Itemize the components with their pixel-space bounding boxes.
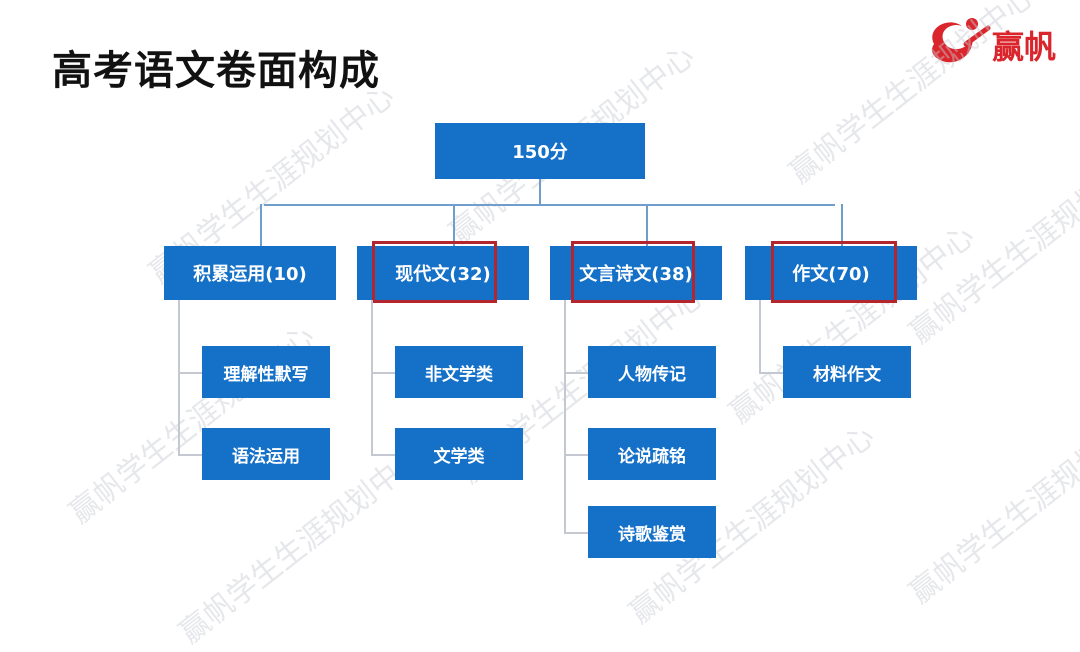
child-node: 文学类 xyxy=(395,428,523,480)
branch-bus xyxy=(264,204,835,206)
child-node: 材料作文 xyxy=(783,346,911,398)
highlight-frame-xiandaiwen xyxy=(372,241,497,303)
child-node: 人物传记 xyxy=(588,346,716,398)
child-connector xyxy=(178,454,202,456)
brand-swirl-icon xyxy=(932,18,991,63)
watermark: 赢帆学生生涯规划中心 xyxy=(903,138,1080,351)
branch-node-xiandaiwen: 现代文(32) xyxy=(357,246,529,300)
child-trunk-xiandaiwen xyxy=(371,300,373,454)
highlight-frame-wenyanshiwen xyxy=(571,241,695,303)
root-connector xyxy=(539,179,541,204)
child-connector xyxy=(759,372,783,374)
child-connector xyxy=(564,454,588,456)
child-node: 论说疏铭 xyxy=(588,428,716,480)
child-connector xyxy=(564,532,588,534)
page-title: 高考语文卷面构成 xyxy=(52,48,380,94)
watermark: 赢帆学生生涯规划中心 xyxy=(903,398,1080,611)
branch-drop-jilei xyxy=(260,204,262,246)
child-trunk-jilei xyxy=(178,300,180,454)
root-node: 150分 xyxy=(435,123,645,179)
child-connector xyxy=(564,372,588,374)
branch-node-jilei: 积累运用(10) xyxy=(164,246,336,300)
child-connector xyxy=(371,454,395,456)
highlight-frame-zuowen xyxy=(771,241,897,303)
child-node: 非文学类 xyxy=(395,346,523,398)
brand-name: 赢帆 xyxy=(992,28,1057,66)
child-connector xyxy=(371,372,395,374)
slide: 高考语文卷面构成 赢帆 赢帆学生生涯规划中心赢帆学生生涯规划中心赢帆学生生涯规划… xyxy=(52,0,1080,651)
child-node: 诗歌鉴赏 xyxy=(588,506,716,558)
branch-drop-xiandaiwen xyxy=(453,204,455,246)
child-node: 语法运用 xyxy=(202,428,330,480)
child-node: 理解性默写 xyxy=(202,346,330,398)
child-trunk-wenyanshiwen xyxy=(564,300,566,532)
child-connector xyxy=(178,372,202,374)
branch-drop-zuowen xyxy=(841,204,843,246)
branch-drop-wenyanshiwen xyxy=(646,204,648,246)
child-trunk-zuowen xyxy=(759,300,761,372)
